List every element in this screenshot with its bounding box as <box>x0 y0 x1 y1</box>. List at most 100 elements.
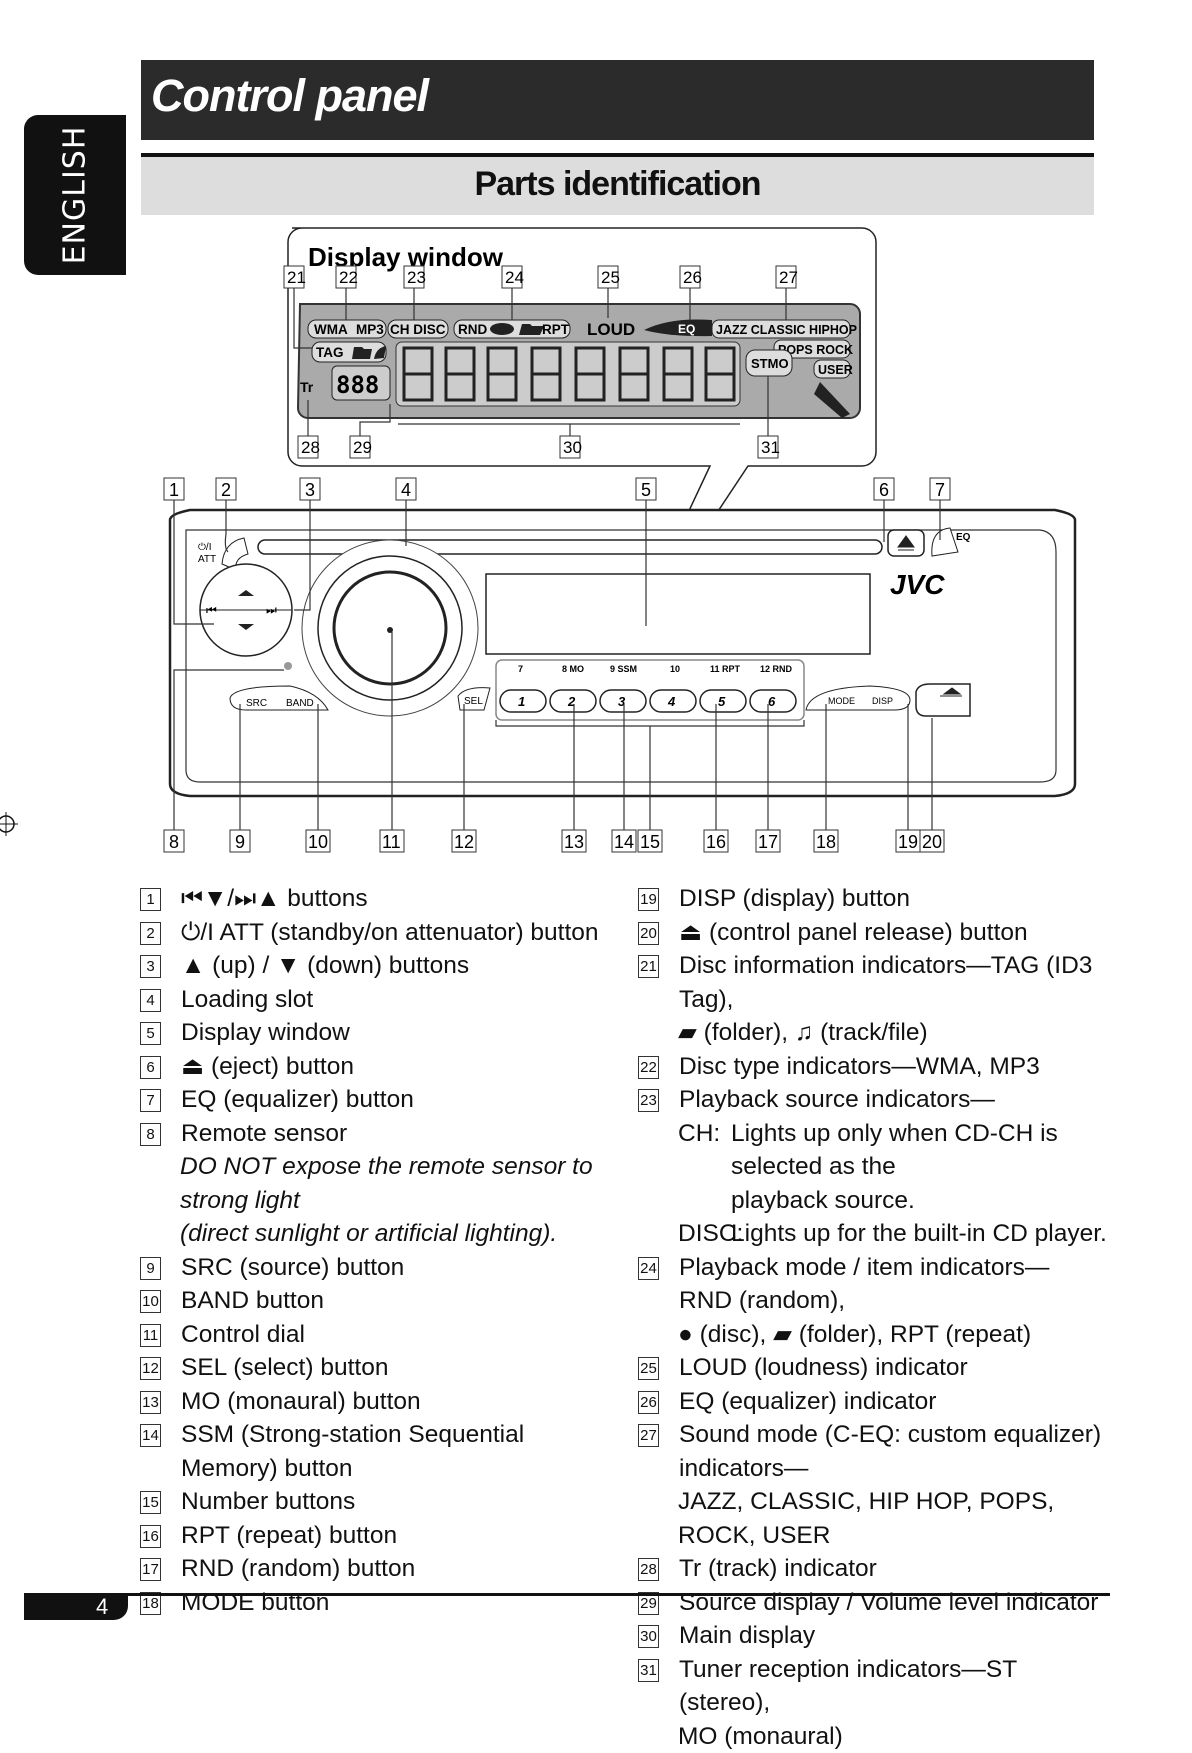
page-number: 4 <box>96 1594 108 1620</box>
folder-icon: ▰ <box>678 1019 704 1046</box>
svg-text:6: 6 <box>768 694 776 709</box>
svg-text:30: 30 <box>563 438 582 457</box>
rnd-indicator: RND <box>458 322 487 337</box>
callout-5: 5 <box>636 478 656 500</box>
legend-note-line-2: (direct sunlight or artificial lighting)… <box>140 1217 610 1251</box>
callout-24: 24 <box>502 266 524 288</box>
svg-text:17: 17 <box>758 832 778 852</box>
folder-icon: ▰ <box>773 1321 799 1348</box>
callout-1: 1 <box>164 478 184 500</box>
sound-mode-indicators: JAZZ CLASSIC HIPHOP <box>716 323 857 337</box>
number-button-6[interactable]: 6 <box>750 690 796 712</box>
section-header: Parts identification <box>141 153 1094 215</box>
svg-text:21: 21 <box>287 268 306 287</box>
user-indicator: USER <box>818 363 853 377</box>
legend-item-21-cont: ▰ (folder), ♫ (track/file) <box>638 1016 1108 1050</box>
svg-text:10: 10 <box>670 664 680 674</box>
eq-indicator: EQ <box>678 322 695 336</box>
callout-14: 14 <box>612 830 636 852</box>
svg-text:11: 11 <box>382 832 401 852</box>
eq-button-label: EQ <box>956 532 971 543</box>
up-arrow-icon: ▲ <box>181 952 212 979</box>
band-label: BAND <box>286 698 314 709</box>
svg-text:22: 22 <box>339 268 358 287</box>
source-display-digits: 888 <box>336 371 379 399</box>
number-button-1[interactable]: 1 <box>500 690 546 712</box>
svg-text:6: 6 <box>879 480 889 500</box>
svg-text:19: 19 <box>898 832 918 852</box>
svg-text:7: 7 <box>935 480 945 500</box>
number-button-2[interactable]: 2 <box>550 690 596 712</box>
number-button-4[interactable]: 4 <box>650 690 696 712</box>
callout-27: 27 <box>776 266 798 288</box>
legend-note-line-1: DO NOT expose the remote sensor to stron… <box>140 1150 610 1217</box>
page-title: Control panel <box>151 70 428 122</box>
callout-20: 20 <box>920 830 944 852</box>
svg-text:5: 5 <box>718 694 726 709</box>
callout-13: 13 <box>562 830 586 852</box>
svg-text:14: 14 <box>614 832 634 852</box>
mp3-indicator: MP3 <box>356 322 384 337</box>
legend-item-2: 2 ⏻/I ATT (standby/on attenuator) button <box>140 916 610 950</box>
callout-8: 8 <box>164 830 184 852</box>
callout-28: 28 <box>298 436 320 458</box>
svg-text:12 RND: 12 RND <box>760 664 793 674</box>
head-unit: ⏻/I ATT EQ JVC ⏮ ⏭ SRC BAND SEL <box>170 510 1075 796</box>
mode-label: MODE <box>828 696 855 706</box>
svg-text:3: 3 <box>305 480 315 500</box>
svg-text:9: 9 <box>235 832 245 852</box>
svg-text:24: 24 <box>505 268 524 287</box>
disp-label: DISP <box>872 696 893 706</box>
number-button-5[interactable]: 5 <box>700 690 746 712</box>
svg-text:10: 10 <box>308 832 328 852</box>
svg-text:29: 29 <box>353 438 372 457</box>
callout-9: 9 <box>230 830 250 852</box>
svg-text:18: 18 <box>816 832 836 852</box>
stmo-indicator: STMO <box>751 356 789 371</box>
disc-icon: ● <box>678 1321 700 1348</box>
legend-item-1: 1 ⏮▼/⏭▲ buttons <box>140 882 610 916</box>
svg-text:7: 7 <box>518 664 523 674</box>
svg-text:8 MO: 8 MO <box>562 664 584 674</box>
legend-left-column: 1 ⏮▼/⏭▲ buttons 2 ⏻/I ATT (standby/on at… <box>140 882 610 1619</box>
svg-text:23: 23 <box>407 268 426 287</box>
legend-ch-line-2: playback source. <box>638 1184 1108 1218</box>
lcd-panel: WMA MP3 CH DISC RND RPT LOUD EQ JAZZ CLA… <box>298 304 860 418</box>
callout-23: 23 <box>404 266 426 288</box>
svg-text:3: 3 <box>618 694 626 709</box>
language-label: ENGLISH <box>58 126 93 265</box>
svg-text:1: 1 <box>518 694 525 709</box>
skip-forward-icon: ⏭ <box>266 603 277 617</box>
svg-text:5: 5 <box>641 480 651 500</box>
callout-19: 19 <box>896 830 920 852</box>
callout-31: 31 <box>758 436 780 458</box>
legend-item-3: 3 ▲ (up) / ▼ (down) buttons <box>140 949 610 983</box>
svg-text:9 SSM: 9 SSM <box>610 664 637 674</box>
legend-item-20: 20 ⏏ (control panel release) button <box>638 916 1108 950</box>
callout-25: 25 <box>598 266 620 288</box>
sel-label: SEL <box>464 696 483 707</box>
wma-indicator: WMA <box>314 322 348 337</box>
legend-ch-line-1: CH:Lights up only when CD-CH is selected… <box>638 1117 1108 1184</box>
number-button-3[interactable]: 3 <box>600 690 646 712</box>
release-button[interactable] <box>916 684 970 716</box>
callout-3: 3 <box>300 478 320 500</box>
